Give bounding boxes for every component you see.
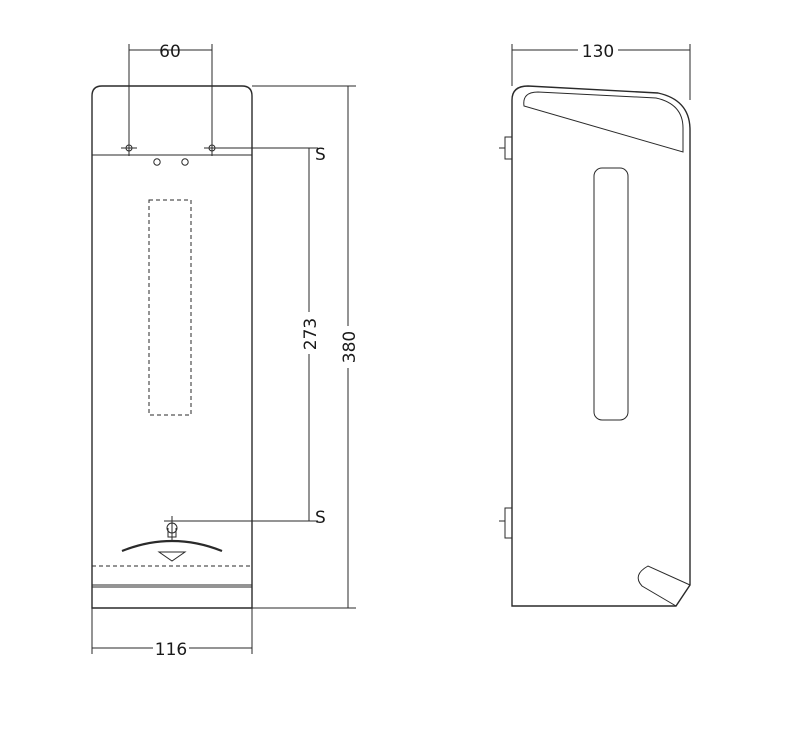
screw-marker-bottom: S [315, 508, 326, 528]
wall-bracket-top [499, 136, 513, 160]
label-front-width: 116 [155, 640, 187, 660]
dimension-front-top-spacing: 60 [128, 42, 213, 148]
side-window [593, 167, 629, 421]
side-view: 130 [499, 40, 691, 607]
dispense-triangle [157, 551, 187, 562]
dimension-front-height: 380 [252, 85, 360, 609]
label-front-top-spacing: 60 [159, 42, 181, 62]
dimension-front-width: 116 [91, 608, 253, 660]
keyhole-screw-icon [164, 516, 180, 540]
lock-hole-left [153, 158, 161, 166]
dispense-arc [121, 539, 223, 553]
dimension-side-depth: 130 [511, 40, 691, 100]
side-top-slot [523, 91, 684, 153]
front-window-dashed [148, 199, 192, 416]
wall-bracket-bottom [499, 507, 513, 539]
label-side-depth: 130 [582, 42, 614, 62]
label-screw-spacing: 273 [301, 318, 321, 350]
dimension-screw-spacing: 273 S S [172, 145, 326, 528]
label-front-height: 380 [340, 331, 360, 363]
front-view: 60 116 273 S S 380 [91, 42, 360, 660]
side-bottom-hook [637, 565, 691, 607]
front-body-outline [91, 85, 253, 609]
side-body-outline [511, 85, 691, 607]
screw-marker-top: S [315, 145, 326, 165]
lock-hole-right [181, 158, 189, 166]
